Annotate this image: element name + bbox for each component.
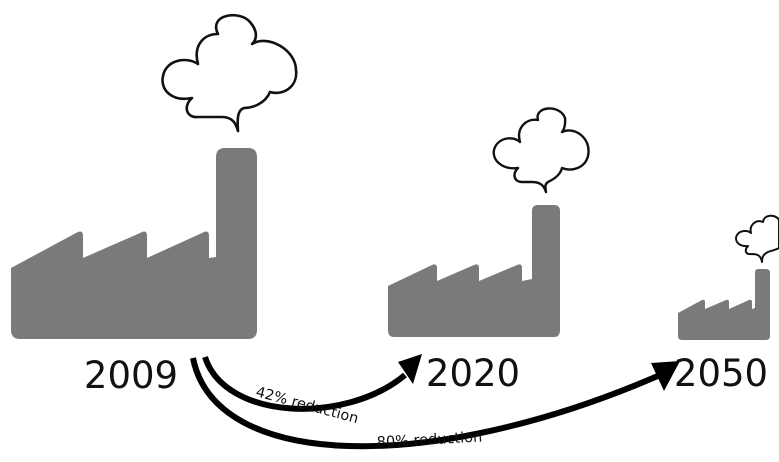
smoke-cloud-icon <box>492 107 590 194</box>
curved-arrow-icon <box>202 355 407 412</box>
smoke-cloud-icon <box>735 214 779 263</box>
year-label-2020: 2020 <box>426 352 520 395</box>
factory-2009: 2009 <box>11 14 298 397</box>
year-label-2009: 2009 <box>84 354 178 397</box>
factory-icon <box>11 148 257 339</box>
reduction-arrow-2050: 80% reduction <box>190 357 680 451</box>
factory-icon <box>388 205 560 337</box>
year-label-2050: 2050 <box>674 352 768 395</box>
factory-2050: 2050 <box>674 214 779 395</box>
smoke-cloud-icon <box>161 14 298 133</box>
reduction-label-80: 80% reduction <box>376 429 482 451</box>
factory-icon <box>678 269 770 340</box>
arrowhead-2050 <box>651 361 680 391</box>
factory-2020: 2020 <box>388 107 590 395</box>
arrowhead-2020 <box>398 354 422 384</box>
curved-arrow-icon <box>190 357 662 450</box>
